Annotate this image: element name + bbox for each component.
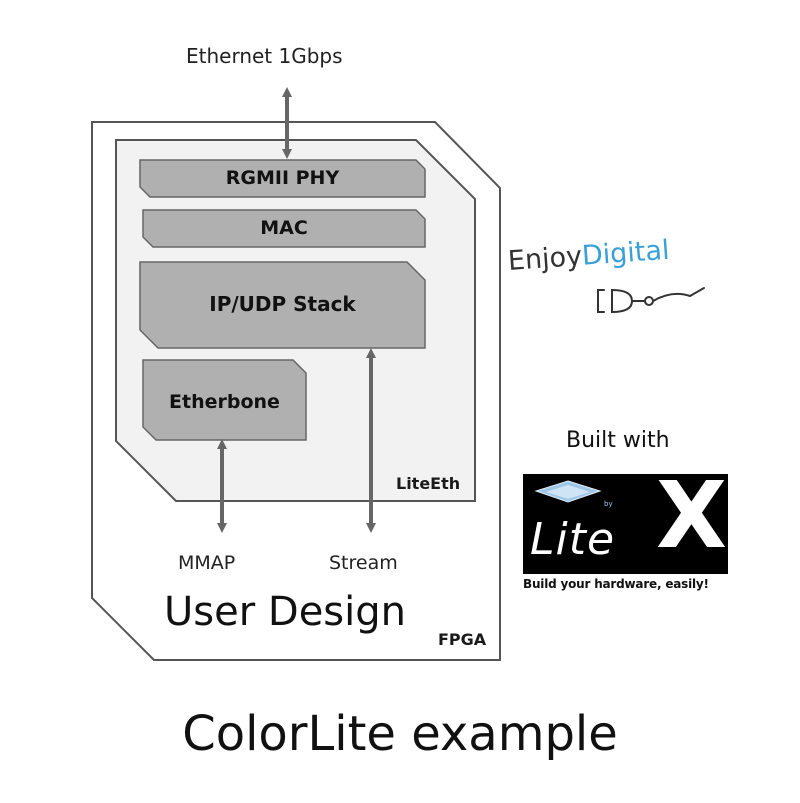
user-design-label: User Design: [164, 589, 406, 635]
etherbone-label: Etherbone: [169, 391, 280, 413]
litex-chip-icon: [534, 480, 602, 503]
etherbone-block: [142, 359, 307, 441]
caption: ColorLite example: [182, 706, 618, 762]
ethernet-label: Ethernet 1Gbps: [186, 44, 343, 68]
rgmii-phy-block: [139, 159, 426, 198]
stream-label: Stream: [329, 552, 398, 574]
fpga-label: FPGA: [438, 630, 487, 649]
built-with-label: Built with: [566, 428, 670, 453]
ip-udp-stack-block: [139, 261, 426, 349]
litex-x-text: X: [656, 462, 727, 569]
enjoy-digital-logo-mark: [597, 287, 705, 314]
ip-udp-stack-label: IP/UDP Stack: [209, 292, 356, 316]
mac-label: MAC: [260, 217, 308, 239]
litex-tagline: Build your hardware, easily!: [523, 577, 709, 591]
rgmii-phy-label: RGMII PHY: [225, 167, 340, 189]
litex-lite-text: Lite: [530, 514, 616, 565]
digital-text: Digital: [580, 234, 671, 272]
litex-by-text: by: [604, 500, 613, 508]
mmap-label: MMAP: [178, 552, 236, 574]
enjoy-text: Enjoy: [506, 240, 584, 277]
liteeth-label: LiteEth: [396, 474, 461, 493]
mac-block: [142, 209, 426, 248]
